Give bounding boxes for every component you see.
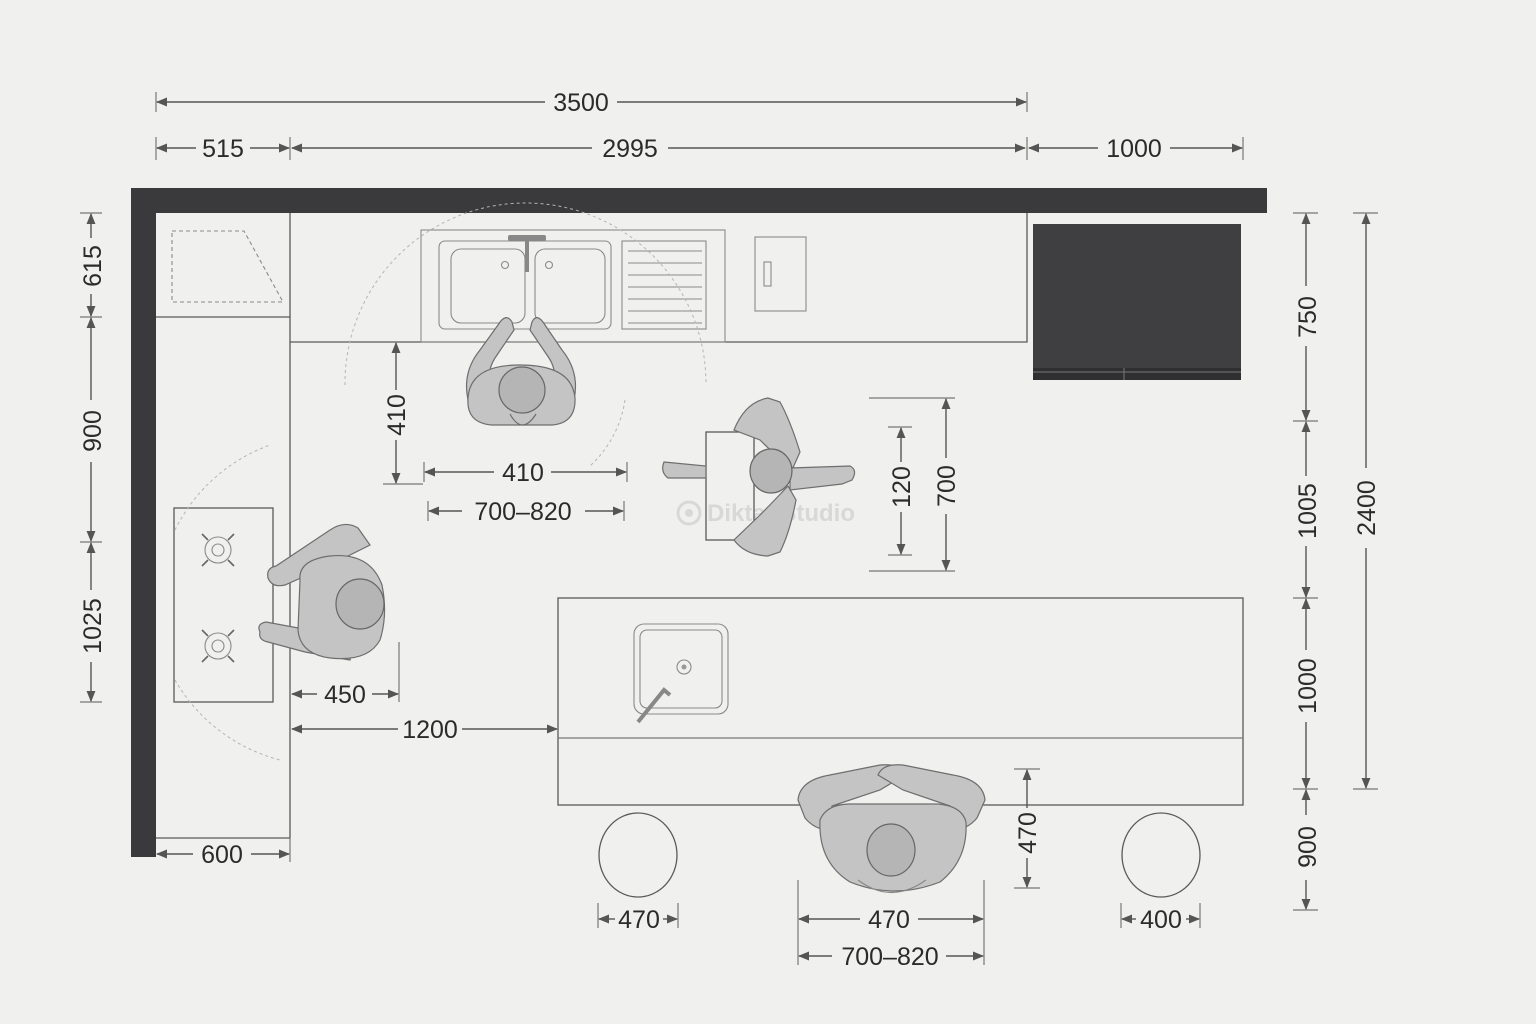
dim-left-column: 615 900 1025 <box>79 212 107 703</box>
dim-stool-left-width: 470 <box>597 903 679 934</box>
dim-aisle-width: 1200 <box>290 716 559 744</box>
dim-seat-depth: 470 <box>1014 768 1042 889</box>
dim-label: 400 <box>1140 906 1182 934</box>
refrigerator <box>1033 224 1241 380</box>
dim-label: 470 <box>1014 812 1042 854</box>
dim-label: 1200 <box>402 716 458 744</box>
burner-icon <box>201 533 235 567</box>
corner-cabinet <box>171 230 284 303</box>
dim-passage-120: 120 <box>888 426 916 556</box>
reach-arcs <box>174 202 707 761</box>
dim-label: 515 <box>202 135 244 163</box>
dim-sink-run-width: 2995 <box>290 135 1028 163</box>
double-sink <box>420 229 726 343</box>
dim-overall-width: 3500 <box>155 89 1028 117</box>
dim-stove-corner-width: 515 <box>155 135 291 163</box>
dim-label: 900 <box>79 410 107 452</box>
dim-label: 700–820 <box>841 943 938 971</box>
left-wall <box>131 188 156 857</box>
dim-label: 470 <box>618 906 660 934</box>
person-at-table-icon <box>662 397 856 557</box>
countertops <box>156 213 1244 839</box>
dim-counter-depth: 600 <box>155 838 291 869</box>
dim-label: 615 <box>79 245 107 287</box>
dim-hob-user-depth: 450 <box>290 642 400 709</box>
dim-sink-reach: 700–820 <box>427 498 625 526</box>
dim-label: 2400 <box>1353 480 1381 536</box>
dim-label: 120 <box>888 466 916 508</box>
tap-icon <box>508 235 546 241</box>
dim-label: 750 <box>1294 296 1322 338</box>
dim-passage-700: 700 <box>869 397 961 572</box>
hob <box>173 507 274 703</box>
dim-fridge-width: 1000 <box>1027 135 1244 163</box>
dim-label: 410 <box>383 394 411 436</box>
dim-label: 1000 <box>1294 658 1322 714</box>
bar-stool-left <box>598 812 678 898</box>
person-at-hob-icon <box>258 523 386 661</box>
top-wall <box>131 188 1267 213</box>
dim-label: 410 <box>502 459 544 487</box>
dim-overall-height: 2400 <box>1353 212 1381 790</box>
dim-label: 700 <box>933 465 961 507</box>
dim-seat-reach: 700–820 <box>797 943 985 971</box>
dim-stool-right-width: 400 <box>1120 903 1201 934</box>
island-sink <box>633 623 729 724</box>
dim-label: 2995 <box>602 135 658 163</box>
drainer-icon <box>621 240 707 330</box>
walls <box>131 188 1267 857</box>
dim-sink-user-width: 410 <box>423 459 628 487</box>
dim-label: 450 <box>324 681 366 709</box>
burner-icon <box>201 629 235 663</box>
dim-label: 1000 <box>1106 135 1162 163</box>
dim-label: 470 <box>868 906 910 934</box>
dim-label: 900 <box>1294 826 1322 868</box>
dim-label: 1005 <box>1294 483 1322 539</box>
dim-label: 700–820 <box>474 498 571 526</box>
bar-stool-right <box>1121 812 1201 898</box>
tap-icon <box>636 687 672 724</box>
dim-right-column: 750 1005 1000 900 <box>1293 212 1322 911</box>
small-appliance <box>754 236 807 312</box>
dim-sink-user-depth: 410 <box>383 341 423 485</box>
person-at-sink-icon <box>465 317 577 426</box>
dim-label: 600 <box>201 841 243 869</box>
dim-label: 1025 <box>79 598 107 654</box>
dim-seat-width: 470 <box>797 880 985 965</box>
person-at-island-icon <box>797 764 986 893</box>
dim-label: 3500 <box>553 89 609 117</box>
